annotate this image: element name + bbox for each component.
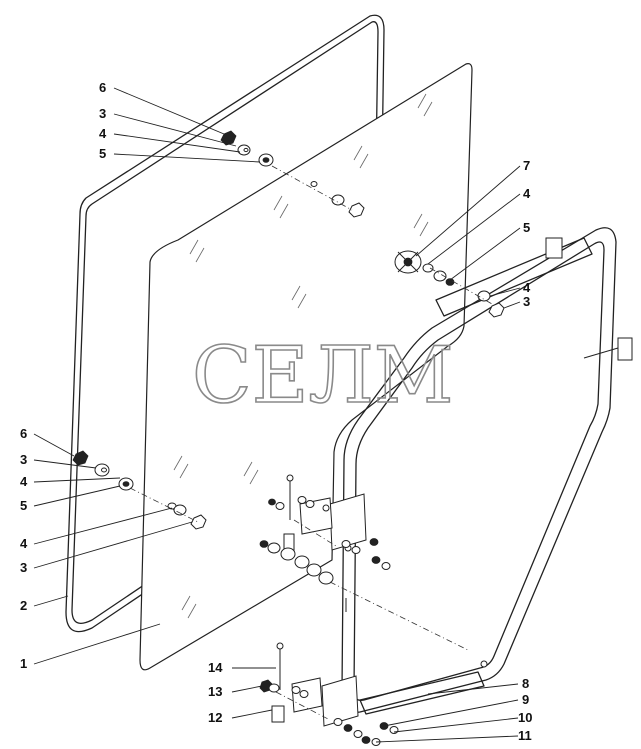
lower-hinge-fasteners: [259, 679, 399, 746]
callout-8: 8: [522, 676, 529, 691]
callout-3: 3: [20, 452, 27, 467]
callout-6: 6: [99, 80, 106, 95]
callout-4: 4: [99, 126, 107, 141]
callout-11: 11: [518, 728, 532, 743]
callout-13: 13: [208, 684, 222, 699]
callout-9: 9: [522, 692, 529, 707]
leader-lines: [33, 87, 521, 743]
callout-3: 3: [20, 560, 27, 575]
callout-4: 4: [523, 186, 531, 201]
callout-10: 10: [518, 710, 532, 725]
callout-5: 5: [20, 498, 27, 513]
lower-left-fasteners: [72, 450, 207, 530]
callout-5: 5: [523, 220, 530, 235]
handle-fasteners: [394, 250, 505, 318]
callout-4: 4: [523, 280, 531, 295]
part-callouts: 6 3 4 5 7 4 5 4 3 6 3 4 5 4 3 2 1 14 13 …: [20, 80, 532, 743]
callout-4: 4: [20, 474, 28, 489]
glass-pane: [139, 63, 473, 671]
callout-7: 7: [523, 158, 530, 173]
callout-5: 5: [99, 146, 106, 161]
callout-14: 14: [208, 660, 223, 675]
callout-3: 3: [99, 106, 106, 121]
callout-3: 3: [523, 294, 530, 309]
assembly-axis-lines: [129, 165, 493, 721]
upper-left-fasteners: [220, 130, 365, 218]
callout-4: 4: [20, 536, 28, 551]
door-tube-frame: [341, 227, 633, 715]
callout-12: 12: [208, 710, 222, 725]
middle-hinge-fasteners: [259, 496, 391, 612]
callout-1: 1: [20, 656, 27, 671]
callout-2: 2: [20, 598, 27, 613]
watermark-text: СЕЛМ: [192, 331, 454, 421]
callout-6: 6: [20, 426, 27, 441]
lower-hinge-bracket: [271, 642, 359, 727]
